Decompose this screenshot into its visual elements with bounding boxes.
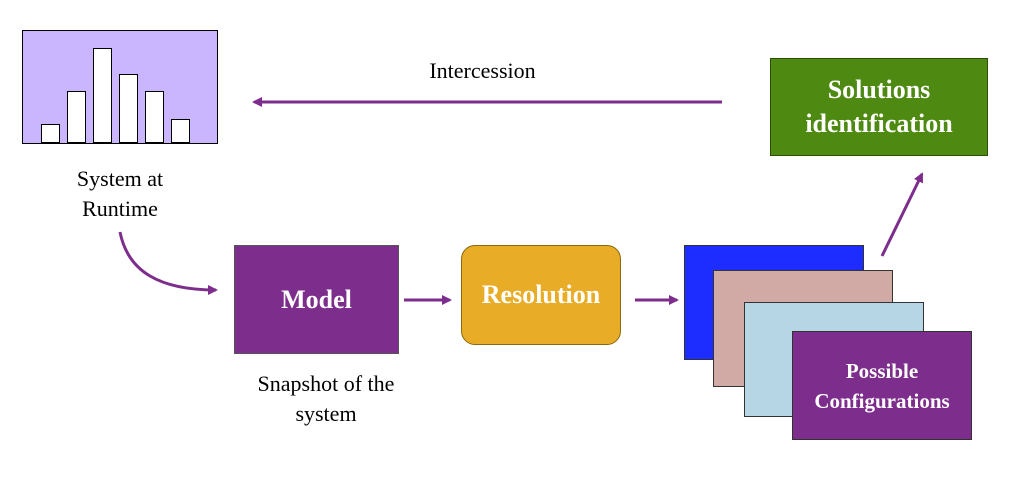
histogram-bar [171, 119, 190, 143]
snapshot-label: Snapshot of the system [257, 371, 395, 426]
model-box: Model [234, 245, 399, 354]
histogram-bar [119, 74, 138, 143]
possible-configurations-card: Possible Configurations [792, 331, 972, 440]
system-runtime-histogram [22, 30, 218, 144]
resolution-box: Resolution [461, 245, 621, 345]
model-label: Model [281, 284, 352, 314]
histogram-bar [93, 48, 112, 143]
runtime-to-model-arrow [118, 231, 218, 295]
resolution-label: Resolution [481, 280, 601, 309]
system-runtime-label: System at Runtime [76, 166, 164, 221]
configurations-to-solutions-arrow [880, 172, 924, 257]
histogram-bar [145, 91, 164, 143]
histogram-bar [41, 124, 60, 143]
solutions-identification-box: Solutions identification [770, 58, 988, 156]
intercession-label: Intercession [429, 58, 536, 83]
histogram-bar [67, 91, 86, 143]
